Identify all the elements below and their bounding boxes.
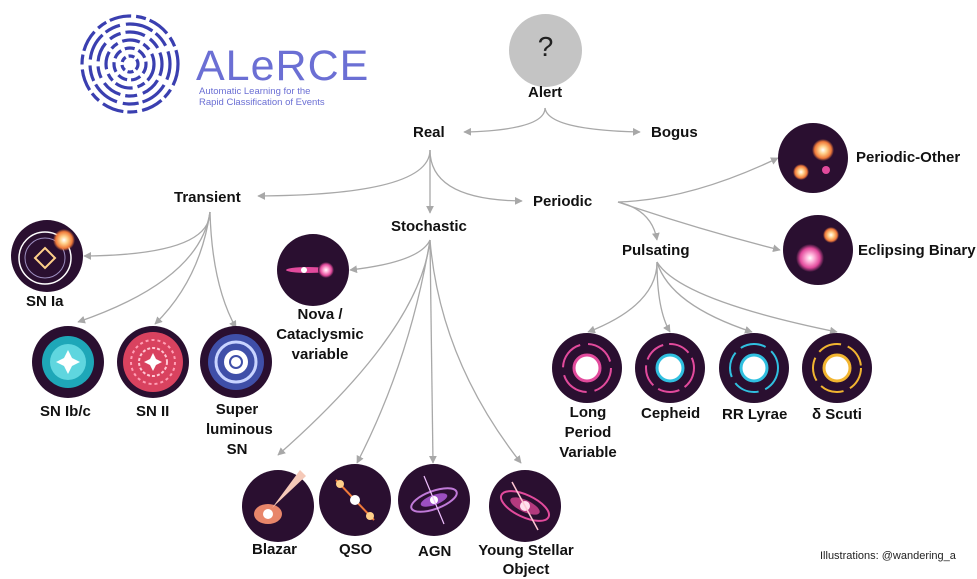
edge-tr-snibc — [78, 212, 210, 322]
node-slsn: Super luminous SN — [206, 400, 268, 460]
yso-illustration — [489, 470, 561, 542]
node-sn-ia: SN Ia — [26, 293, 64, 310]
node-periodic-other: Periodic-Other — [856, 149, 960, 166]
node-alert: Alert — [528, 84, 562, 101]
sn-ibc-illustration — [32, 326, 104, 398]
node-yso-line-1: Young Stellar — [470, 541, 582, 560]
node-periodic: Periodic — [533, 193, 592, 210]
logo-subtitle: Automatic Learning for the Rapid Classif… — [199, 86, 325, 108]
sn-ia-illustration — [11, 220, 83, 292]
edge-real-transient — [258, 150, 430, 196]
delta-scuti-illustration — [802, 333, 872, 403]
edge-alert-bogus — [545, 108, 640, 132]
node-stochastic: Stochastic — [391, 218, 467, 235]
node-lpv-line-3: Variable — [552, 443, 624, 463]
node-sn-ibc: SN Ib/c — [40, 403, 91, 420]
edge-real-periodic — [430, 150, 522, 201]
logo-subtitle-line-1: Automatic Learning for the — [199, 86, 325, 97]
node-lpv-line-1: Long — [552, 403, 624, 423]
node-qso: QSO — [339, 541, 372, 558]
qso-illustration — [319, 464, 391, 536]
node-nova-line-1: Nova / — [268, 305, 372, 325]
rr-lyrae-illustration — [719, 333, 789, 403]
node-slsn-line-3: SN — [206, 440, 268, 460]
logo-title: ALeRCE — [196, 42, 369, 91]
node-slsn-line-2: luminous — [206, 420, 268, 440]
node-blazar: Blazar — [252, 541, 297, 558]
node-nova: Nova / Cataclysmic variable — [268, 305, 372, 365]
edge-periodic-pulsating — [618, 202, 657, 240]
node-lpv-line-2: Period — [552, 423, 624, 443]
logo-subtitle-line-2: Rapid Classification of Events — [199, 97, 325, 108]
node-delta-scuti: δ Scuti — [812, 406, 862, 423]
edge-alert-real — [464, 108, 545, 132]
node-yso-line-2: Object — [470, 560, 582, 579]
sn-ii-illustration — [117, 326, 189, 398]
node-sn-ii: SN II — [136, 403, 169, 420]
agn-illustration — [398, 464, 470, 536]
node-real: Real — [413, 124, 445, 141]
edge-tr-slsn — [210, 212, 236, 328]
node-nova-line-2: Cataclysmic — [268, 325, 372, 345]
edge-tr-snia — [84, 212, 210, 256]
blazar-illustration — [242, 470, 314, 542]
slsn-illustration — [200, 326, 272, 398]
edge-puls-cep — [657, 262, 670, 332]
edge-puls-rr — [657, 262, 752, 332]
edge-tr-snii — [155, 212, 210, 324]
lpv-illustration — [552, 333, 622, 403]
edge-st-agn — [430, 240, 433, 463]
node-cepheid: Cepheid — [641, 405, 700, 422]
node-pulsating: Pulsating — [622, 242, 690, 259]
node-lpv: Long Period Variable — [552, 403, 624, 463]
eclipsing-binary-illustration — [783, 215, 853, 285]
cepheid-illustration — [635, 333, 705, 403]
node-rr-lyrae: RR Lyrae — [722, 406, 787, 423]
node-yso: Young Stellar Object — [470, 541, 582, 579]
node-agn: AGN — [418, 543, 451, 560]
question-circle: ? — [509, 14, 582, 87]
edge-puls-lpv — [588, 262, 657, 332]
node-nova-line-3: variable — [268, 345, 372, 365]
node-transient: Transient — [174, 189, 241, 206]
alerce-logo-mark — [82, 16, 178, 112]
node-eclipsing-binary: Eclipsing Binary — [858, 242, 976, 259]
nova-illustration — [277, 234, 349, 306]
edge-st-nova — [350, 240, 430, 270]
node-slsn-line-1: Super — [206, 400, 268, 420]
edge-st-yso — [430, 240, 521, 463]
periodic-other-illustration — [778, 123, 848, 193]
illustrations-credit: Illustrations: @wandering_a — [820, 550, 956, 562]
node-bogus: Bogus — [651, 124, 698, 141]
edge-periodic-other — [618, 158, 778, 202]
